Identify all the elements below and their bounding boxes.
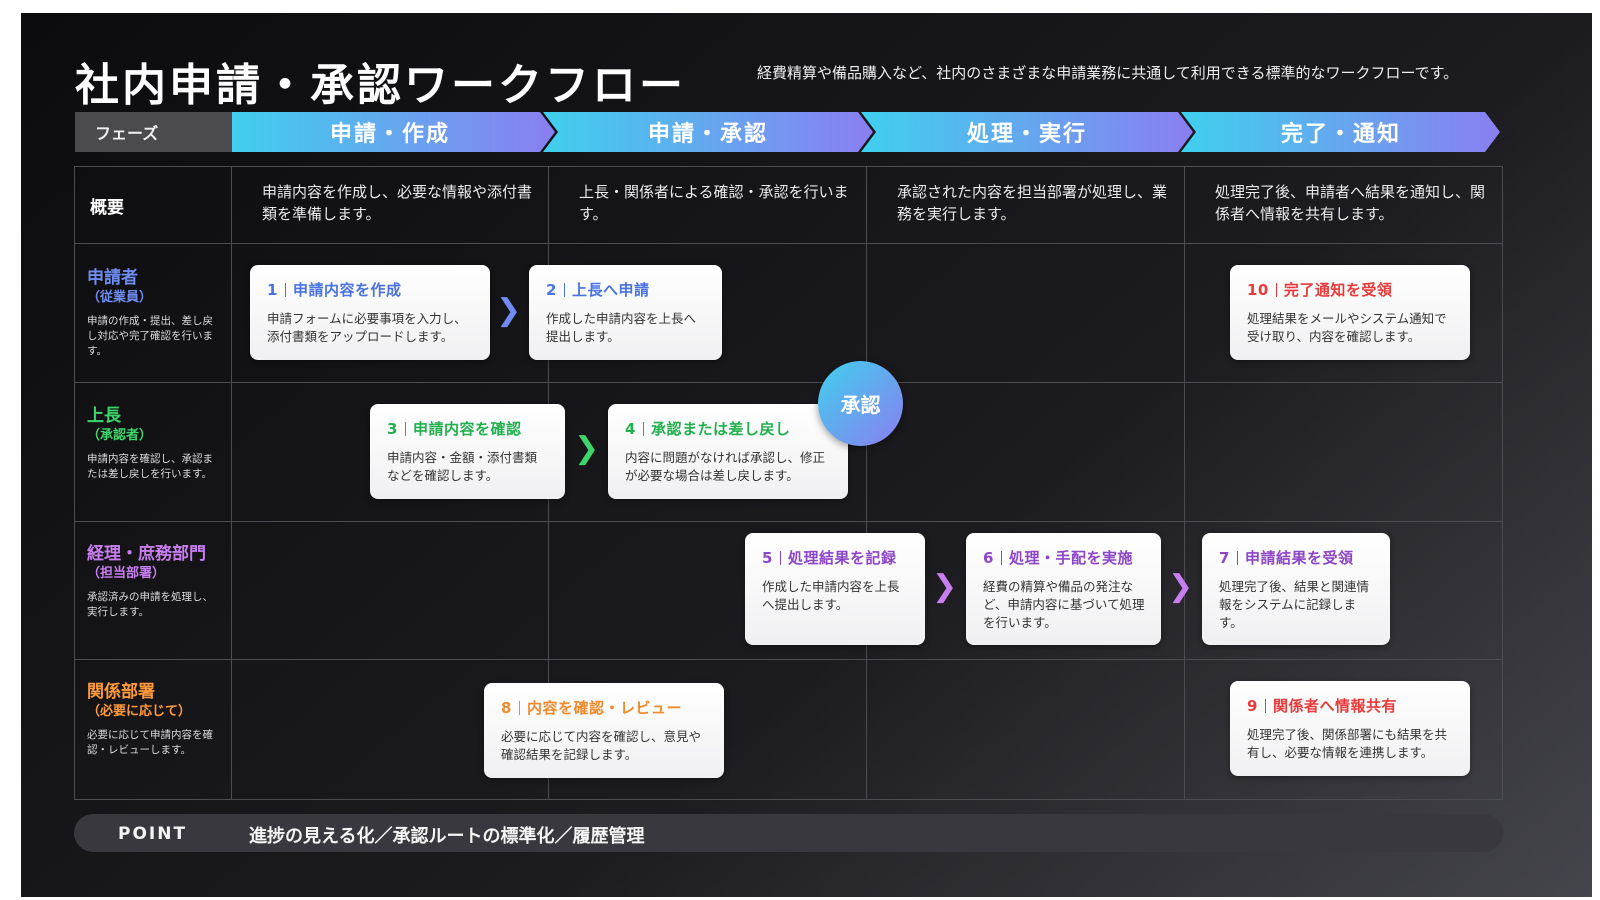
point-bar [74,814,1503,852]
approve-badge: 承認 [818,361,903,446]
phase-label: フェーズ [75,112,232,152]
phase-chevron-3 [861,112,1193,152]
step-card-body: 内容に問題がなければ承認し、修正が必要な場合は差し戻します。 [625,450,826,483]
lane-desc-accounting: 承認済みの申請を処理し、実行します。 [87,591,213,618]
phase-4: 完了・通知 [1280,122,1401,147]
grid-line [74,243,1503,244]
grid-line [231,166,232,800]
overview-text-3: 承認された内容を担当部署が処理し、業務を実行します。 [897,183,1168,223]
step-card-body: 処理完了後、結果と関連情報をシステムに記録します。 [1219,579,1370,630]
step-card-body: 申請フォームに必要事項を入力し、添付書類をアップロードします。 [267,311,467,344]
lane-sub-related-dept: （必要に応じて） [87,704,192,719]
step-card-body: 作成した申請内容を上長へ提出します。 [762,579,900,612]
overview-label: 概要 [90,198,124,218]
lane-desc-applicant: 申請の作成・提出、差し戻し対応や完了確認を行います。 [87,315,213,357]
lane-name-related-dept: 関係部署 [87,682,155,702]
lane-desc-related-dept: 必要に応じて申請内容を確認・レビューします。 [87,729,213,756]
phase-3: 処理・実行 [966,122,1087,147]
lane-name-applicant: 申請者 [87,268,138,288]
step-card-body: 処理完了後、関係部署にも結果を共有し、必要な情報を連携します。 [1247,727,1448,760]
grid-line [74,382,1503,383]
point-label: POINT [118,824,188,844]
arrow-right-icon: ❯ [932,569,958,604]
step-card-body: 処理結果をメールやシステム通知で受け取り、内容を確認します。 [1247,311,1447,344]
swimlane-grid [74,166,1503,800]
grid-line [74,521,1503,522]
lane-desc-manager: 申請内容を確認し、承認または差し戻しを行います。 [87,453,213,480]
phase-chevron-2 [543,112,873,152]
point-text: 進捗の見える化／承認ルートの標準化／履歴管理 [249,826,645,847]
lane-sub-accounting: （担当部署） [87,566,166,581]
overview-text-2: 上長・関係者による確認・承認を行います。 [579,183,849,223]
grid-line [74,659,1503,660]
step-card-body: 必要に応じて内容を確認し、意見や確認結果を記録します。 [501,729,702,762]
lane-sub-applicant: （従業員） [87,290,153,305]
step-card-body: 作成した申請内容を上長へ提出します。 [546,311,697,344]
phase-2: 申請・承認 [647,122,768,147]
arrow-right-icon: ❯ [574,431,600,466]
arrow-right-icon: ❯ [1168,569,1194,604]
arrow-right-icon: ❯ [496,293,522,328]
phase-chevron-4 [1181,112,1500,152]
lane-name-manager: 上長 [87,406,121,426]
grid-line [1184,166,1185,800]
overview-text-1: 申請内容を作成し、必要な情報や添付書類を準備します。 [262,183,533,223]
grid-line [866,166,867,800]
step-card-body: 経費の精算や備品の発注など、申請内容に基づいて処理を行います。 [983,579,1145,630]
step-card-body: 申請内容・金額・添付書類などを確認します。 [387,450,538,483]
phase-1: 申請・作成 [329,122,450,147]
phase-chevron-1 [231,112,555,152]
page-subtitle: 経費精算や備品購入など、社内のさまざまな申請業務に共通して利用できる標準的なワー… [757,64,1459,82]
lane-name-accounting: 経理・庶務部門 [87,544,206,564]
page-title: 社内申請・承認ワークフロー [75,60,686,111]
overview-text-4: 処理完了後、申請者へ結果を通知し、関係者へ情報を共有します。 [1215,183,1486,223]
lane-sub-manager: （承認者） [87,428,153,443]
